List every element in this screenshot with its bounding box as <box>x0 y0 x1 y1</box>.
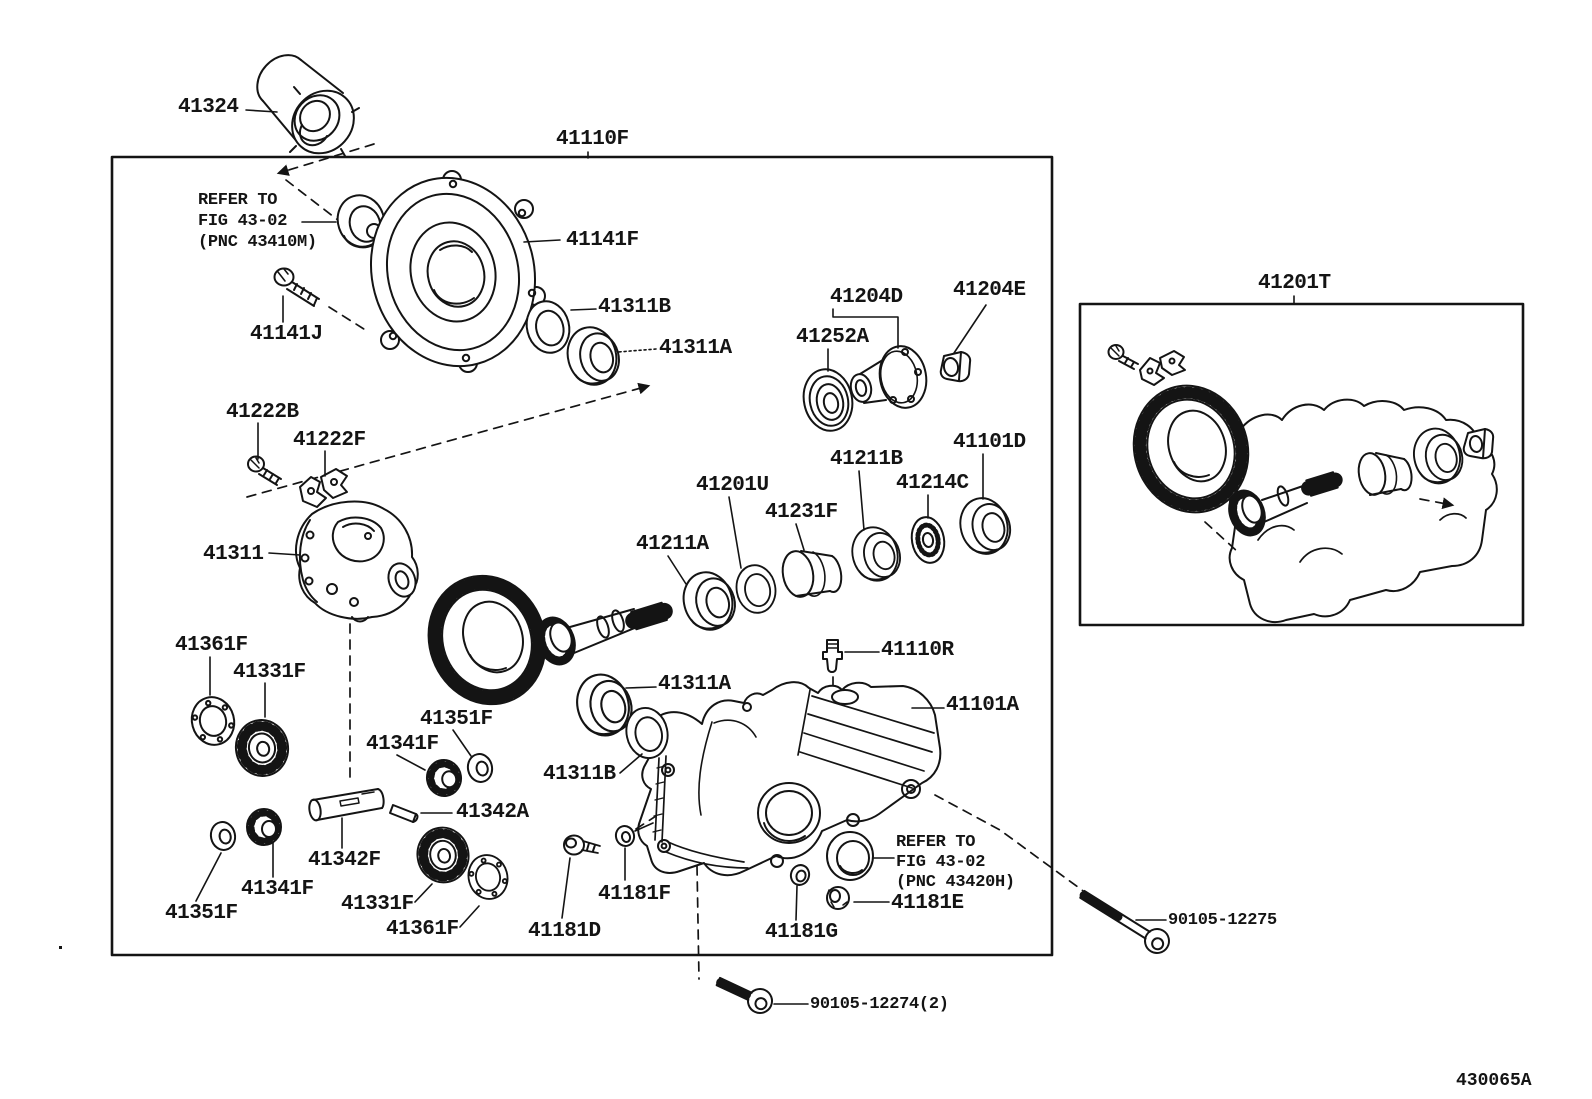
part-label-41311B-lower: 41311B <box>543 763 616 786</box>
part-bearing-retainer-41141F <box>366 170 546 373</box>
part-label-41181F: 41181F <box>598 883 671 906</box>
part-bolt-41222B <box>247 455 282 486</box>
part-label-41181E: 41181E <box>891 892 964 915</box>
part-oil-deflector-41324 <box>256 54 360 157</box>
part-kit-spacer <box>1357 452 1413 496</box>
part-label-90105-12274: 90105-12274(2) <box>810 995 949 1014</box>
part-label-41141J: 41141J <box>250 323 323 346</box>
part-label-41204E: 41204E <box>953 279 1026 302</box>
part-label-41341F-mid: 41341F <box>366 733 439 756</box>
part-ring-41201U <box>731 561 781 617</box>
part-label-41351F-lower: 41351F <box>165 902 238 925</box>
part-label-41324: 41324 <box>178 96 239 119</box>
sub-assembly-box <box>1078 302 1525 627</box>
part-lock-plate-41222F <box>299 468 348 508</box>
assembly-dashed-lines <box>246 143 1455 779</box>
part-label-41231F: 41231F <box>765 501 838 524</box>
part-differential-case-41311 <box>295 500 419 623</box>
part-nut-41204E <box>939 351 972 383</box>
part-label-41110F: 41110F <box>556 128 629 151</box>
part-kit-nut <box>1462 428 1495 460</box>
part-straight-pin-41342A <box>389 804 419 823</box>
part-label-41331F-upper: 41331F <box>233 661 306 684</box>
part-bolt-90105-12275 <box>1079 889 1170 954</box>
part-thrust-washer-41361F-lower <box>462 849 514 905</box>
part-label-41331F-lower: 41331F <box>341 893 414 916</box>
part-side-gear-41331F-upper <box>232 716 293 780</box>
part-washer-41214C <box>910 516 946 564</box>
part-bearing-41211A <box>676 565 742 637</box>
part-label-41204D: 41204D <box>830 286 903 309</box>
part-kit-bolt <box>1107 344 1139 370</box>
part-label-41222B: 41222B <box>226 401 299 424</box>
part-flange-41204D <box>849 345 928 409</box>
part-label-41361F-lower: 41361F <box>386 918 459 941</box>
part-label-41252A: 41252A <box>796 326 869 349</box>
drawing-code: 430065A <box>1456 1071 1532 1091</box>
assembly-dashed-lines-front <box>635 794 1087 980</box>
part-housing-outline <box>1228 398 1498 623</box>
part-label-41141F: 41141F <box>566 229 639 252</box>
part-label-41311: 41311 <box>203 543 264 566</box>
part-thrust-washer-41361F-upper <box>185 691 241 751</box>
part-label-41211A: 41211A <box>636 533 709 556</box>
part-washer-41351F-lower <box>207 818 239 854</box>
part-label-41201U: 41201U <box>696 474 769 497</box>
part-spacer-41231F <box>781 550 843 598</box>
part-seal-41252A <box>802 368 854 432</box>
part-label-41181D: 41181D <box>528 920 601 943</box>
part-side-gear-41331F-lower <box>413 824 473 887</box>
part-washer-41351F-mid <box>464 750 496 786</box>
part-label-41311B-upper: 41311B <box>598 296 671 319</box>
part-kit-lock-plates <box>1139 350 1186 386</box>
part-label-41342A: 41342A <box>456 801 529 824</box>
part-bearing-41211B <box>845 520 907 587</box>
part-bolt-90105-12274 <box>715 976 773 1014</box>
part-pinion-shaft-41342F <box>308 788 385 822</box>
part-plug-41181E <box>826 886 850 910</box>
part-label-41181G: 41181G <box>765 921 838 944</box>
stray-mark <box>59 946 62 949</box>
part-label-41351F-mid: 41351F <box>420 708 493 731</box>
main-assembly-box <box>110 155 1054 957</box>
part-label-41311A-upper: 41311A <box>659 337 732 360</box>
part-bolt-41141J <box>273 267 320 307</box>
part-kit-ring-gear <box>1132 384 1250 514</box>
part-label-90105-12275: 90105-12275 <box>1168 911 1277 930</box>
part-gasket-41181F <box>614 822 654 847</box>
part-label-41211B: 41211B <box>830 448 903 471</box>
part-label-41361F-upper: 41361F <box>175 634 248 657</box>
leader-lines <box>195 109 1295 1005</box>
part-bearing-41101D <box>953 491 1017 561</box>
sub-assembly-gear-kit <box>1107 344 1498 623</box>
part-bolt-41181D <box>563 834 601 856</box>
part-label-41110R: 41110R <box>881 639 954 662</box>
part-pinion-gear-41341F-mid <box>425 758 464 798</box>
part-seal-43420H <box>826 831 874 881</box>
part-label-41341F-lower: 41341F <box>241 878 314 901</box>
part-label-41222F: 41222F <box>293 429 366 452</box>
part-breather-plug-41110R <box>822 639 843 673</box>
part-label-41214C: 41214C <box>896 472 969 495</box>
part-oring-41181G <box>789 864 811 886</box>
part-label-41201T: 41201T <box>1258 272 1331 295</box>
part-pinion-gear-41341F-lower <box>247 809 281 845</box>
part-label-41101D: 41101D <box>953 431 1026 454</box>
part-label-41342F: 41342F <box>308 849 381 872</box>
part-label-41101A: 41101A <box>946 694 1019 717</box>
part-bearing-41311A-upper <box>560 320 626 392</box>
part-kit-drive-pinion <box>1228 471 1343 537</box>
part-kit-bearing <box>1408 422 1468 489</box>
part-ring-gear-drive-pinion <box>427 574 673 706</box>
part-carrier-housing-41101A <box>637 681 942 877</box>
part-label-41311A-lower: 41311A <box>658 673 731 696</box>
